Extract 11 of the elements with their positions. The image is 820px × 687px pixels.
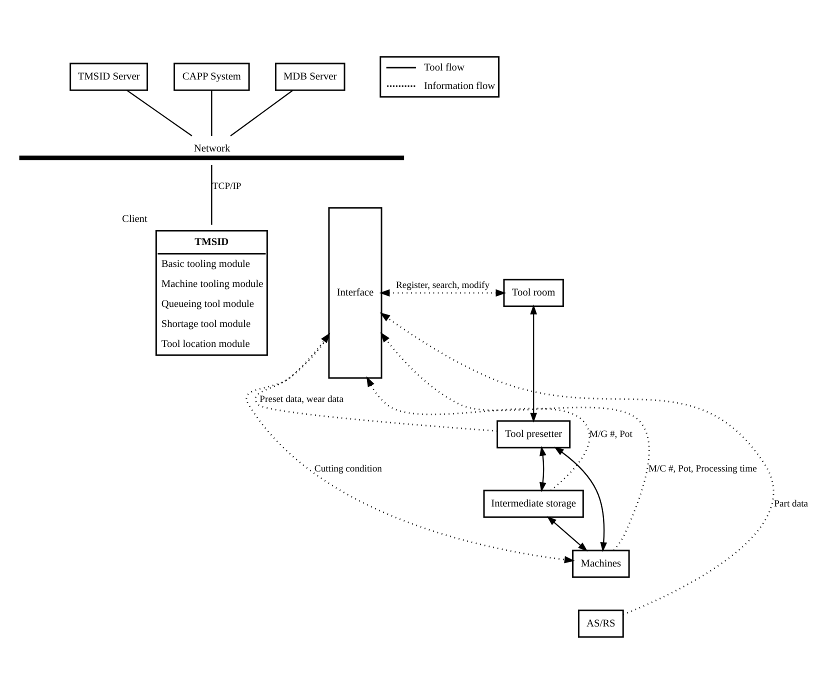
edge-label: M/G #, Pot <box>589 428 632 440</box>
legend-label: Tool flow <box>424 62 464 73</box>
edge-label: M/C #, Pot, Processing time <box>648 463 757 474</box>
edge-label: Register, search, modify <box>396 280 490 291</box>
edge-label: Preset data, wear data <box>260 394 344 405</box>
node-label: Client <box>122 214 148 225</box>
legend-label: Information flow <box>424 80 496 92</box>
edge-label: TCP/IP <box>212 180 242 192</box>
node-label: Network <box>194 142 230 154</box>
edge-label: Cutting condition <box>314 463 382 474</box>
edge-label: Part data <box>774 498 808 509</box>
